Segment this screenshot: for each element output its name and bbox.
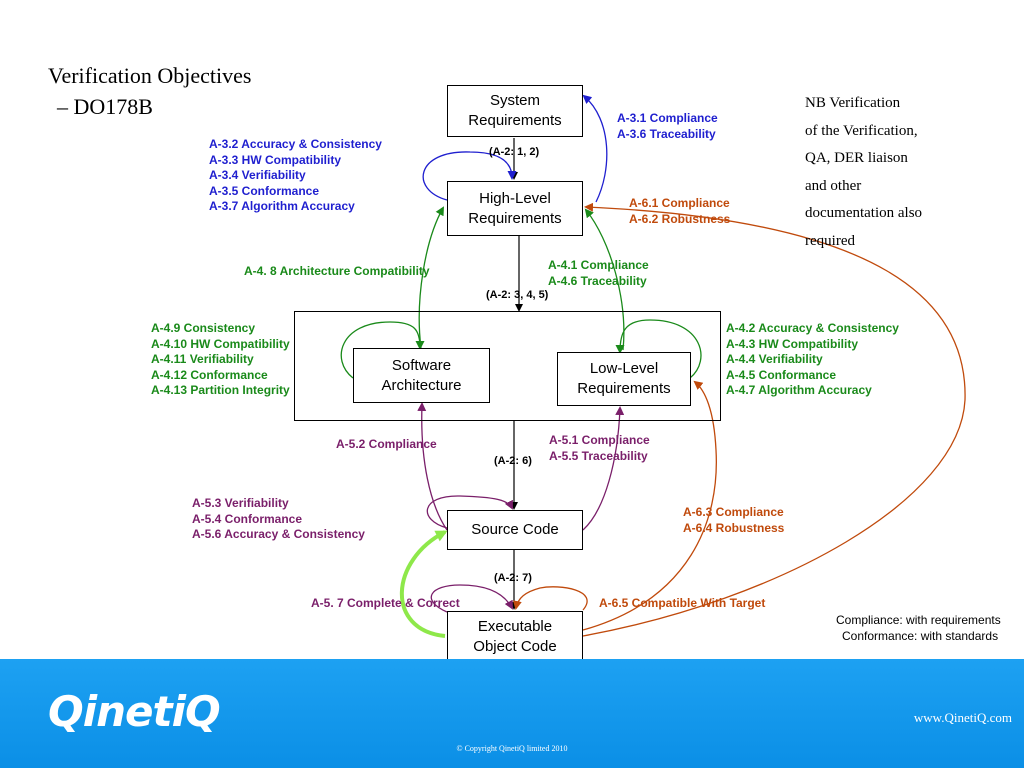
purple-src-to-sa bbox=[417, 402, 448, 531]
low-level-requirements-box: Low-Level Requirements bbox=[557, 352, 691, 406]
objective-item: A-4.6 Traceability bbox=[548, 273, 647, 288]
objective-item: A-4.11 Verifiability bbox=[151, 352, 254, 366]
objective-item: A-3.4 Verifiability bbox=[209, 168, 306, 182]
footer-band: QinetiQ www.QinetiQ.com © Copyright Qine… bbox=[0, 659, 1024, 768]
flow-label-a2-1-2: (A-2: 1, 2) bbox=[489, 146, 540, 158]
objective-item: A-6.2 Robustness bbox=[629, 211, 731, 226]
objectives-src-to-sa: A-5.2 Compliance bbox=[336, 437, 437, 453]
slide-title-line2: – DO178B bbox=[57, 94, 153, 119]
executable-object-code-box: Executable Object Code bbox=[447, 611, 583, 662]
slide-title: Verification Objectives – DO178B bbox=[48, 60, 251, 122]
objectives-eoc-self: A-6.5 Compatible With Target bbox=[599, 596, 765, 612]
source-code-box: Source Code bbox=[447, 510, 583, 550]
objective-item: A-4.13 Partition Integrity bbox=[151, 383, 290, 397]
note-line: NB Verification bbox=[805, 95, 901, 111]
objective-item: A-3.5 Conformance bbox=[209, 183, 320, 198]
objective-item: A-4.1 Compliance bbox=[548, 258, 649, 272]
flow-label-a2-6: (A-2: 6) bbox=[494, 455, 532, 467]
qinetiq-logo: QinetiQ bbox=[48, 687, 221, 736]
legend-conformance: Conformance: with standards bbox=[842, 629, 999, 643]
objectives-llr-to-hlr: A-4.1 Compliance A-4.6 Traceability bbox=[548, 258, 649, 289]
software-architecture-box: Software Architecture bbox=[353, 348, 490, 403]
objectives-hlr-self: A-3.2 Accuracy & Consistency A-3.3 HW Co… bbox=[209, 137, 382, 215]
orange-eoc-to-llr bbox=[582, 380, 717, 631]
orange-eoc-self-loop bbox=[512, 586, 588, 611]
note-line: QA, DER liaison bbox=[805, 150, 908, 166]
slide-title-line1: Verification Objectives bbox=[48, 63, 252, 88]
objective-item: A-5.1 Compliance bbox=[549, 433, 650, 447]
objectives-src-self: A-5.3 Verifiability A-5.4 Conformance A-… bbox=[192, 496, 365, 543]
objective-item: A-3.7 Algorithm Accuracy bbox=[209, 199, 355, 213]
objective-item: A-3.6 Traceability bbox=[617, 126, 716, 141]
objectives-src-to-llr: A-5.1 Compliance A-5.5 Traceability bbox=[549, 433, 650, 464]
purple-src-to-llr bbox=[582, 406, 625, 531]
objective-item: A-5.5 Traceability bbox=[549, 448, 648, 463]
objective-item: A-4.7 Algorithm Accuracy bbox=[726, 383, 872, 397]
system-requirements-box: System Requirements bbox=[447, 85, 583, 137]
green-sa-self-loop bbox=[340, 321, 425, 379]
source-code-line1: Source Code bbox=[471, 521, 559, 538]
objective-item: A-5. 7 Complete & Correct bbox=[311, 596, 460, 610]
system-requirements-line1: System bbox=[489, 92, 540, 109]
objective-item: A-5.6 Accuracy & Consistency bbox=[192, 527, 365, 541]
green-llr-self-loop bbox=[615, 319, 702, 379]
objective-item: A-4.4 Verifiability bbox=[726, 352, 823, 366]
objective-item: A-4.12 Conformance bbox=[151, 367, 268, 382]
objective-item: A-4.3 HW Compatibility bbox=[726, 336, 859, 351]
objective-item: A-4.9 Consistency bbox=[151, 321, 256, 335]
design-frame bbox=[294, 311, 721, 421]
green-sa-to-hlr bbox=[418, 206, 444, 349]
objective-item: A-5.2 Compliance bbox=[336, 437, 437, 451]
objective-item: A-4.2 Accuracy & Consistency bbox=[726, 321, 899, 335]
objective-item: A-6.5 Compatible With Target bbox=[599, 596, 766, 610]
objectives-eoc-to-src: A-5. 7 Complete & Correct bbox=[311, 596, 460, 612]
objectives-sa-self: A-4.9 Consistency A-4.10 HW Compatibilit… bbox=[151, 321, 290, 399]
executable-object-code-line1: Executable bbox=[477, 617, 553, 635]
flow-label-a2-3-4-5: (A-2: 3, 4, 5) bbox=[486, 289, 549, 301]
note-line: documentation also bbox=[805, 205, 923, 221]
high-level-requirements-line2: Requirements bbox=[468, 209, 562, 227]
software-architecture-line1: Software bbox=[391, 356, 452, 374]
objective-item: A-3.1 Compliance bbox=[617, 111, 718, 125]
objectives-eoc-to-hlr: A-6.1 Compliance A-6.2 Robustness bbox=[629, 196, 730, 227]
system-requirements-line2: Requirements bbox=[468, 112, 562, 129]
lime-eoc-to-src bbox=[399, 530, 448, 638]
objectives-sa-to-hlr: A-4. 8 Architecture Compatibility bbox=[244, 264, 430, 280]
low-level-requirements-line2: Requirements bbox=[577, 380, 671, 397]
objective-item: A-3.2 Accuracy & Consistency bbox=[209, 137, 382, 151]
objective-item: A-5.3 Verifiability bbox=[192, 496, 289, 510]
note-line: required bbox=[805, 232, 855, 249]
objective-item: A-6.4 Robustness bbox=[683, 520, 785, 535]
objective-item: A-4. 8 Architecture Compatibility bbox=[244, 264, 430, 278]
note-line: and other bbox=[805, 177, 862, 194]
objective-item: A-5.4 Conformance bbox=[192, 511, 303, 526]
objectives-hlr-to-sys: A-3.1 Compliance A-3.6 Traceability bbox=[617, 111, 718, 142]
objective-item: A-4.10 HW Compatibility bbox=[151, 336, 290, 351]
legend-compliance: Compliance: with requirements bbox=[836, 613, 1001, 627]
low-level-requirements-line1: Low-Level bbox=[589, 360, 659, 377]
objective-item: A-6.1 Compliance bbox=[629, 196, 730, 210]
orange-eoc-to-hlr bbox=[582, 202, 966, 637]
executable-object-code-line2: Object Code bbox=[473, 637, 557, 655]
flow-label-a2-7: (A-2: 7) bbox=[494, 572, 532, 584]
objective-item: A-6.3 Compliance bbox=[683, 505, 784, 519]
website-link[interactable]: www.QinetiQ.com bbox=[913, 710, 1012, 725]
definitions-legend: Compliance: with requirements Conformanc… bbox=[836, 612, 1024, 644]
software-architecture-line2: Architecture bbox=[381, 376, 462, 394]
high-level-requirements-box: High-Level Requirements bbox=[447, 181, 583, 236]
purple-src-self-loop bbox=[426, 495, 513, 529]
blue-hlr-to-sys bbox=[582, 94, 608, 203]
objective-item: A-4.5 Conformance bbox=[726, 367, 837, 382]
objectives-eoc-to-llr: A-6.3 Compliance A-6.4 Robustness bbox=[683, 505, 784, 536]
objective-item: A-3.3 HW Compatibility bbox=[209, 152, 342, 167]
high-level-requirements-line1: High-Level bbox=[479, 189, 551, 207]
objectives-llr-self: A-4.2 Accuracy & Consistency A-4.3 HW Co… bbox=[726, 321, 899, 399]
purple-eoc-to-src bbox=[430, 584, 513, 613]
verification-note: NB Verification of the Verification, QA,… bbox=[805, 90, 922, 255]
blue-hlr-self-loop bbox=[422, 151, 517, 201]
note-line: of the Verification, bbox=[805, 122, 918, 139]
copyright-text: © Copyright QinetiQ limited 2010 bbox=[456, 744, 568, 753]
